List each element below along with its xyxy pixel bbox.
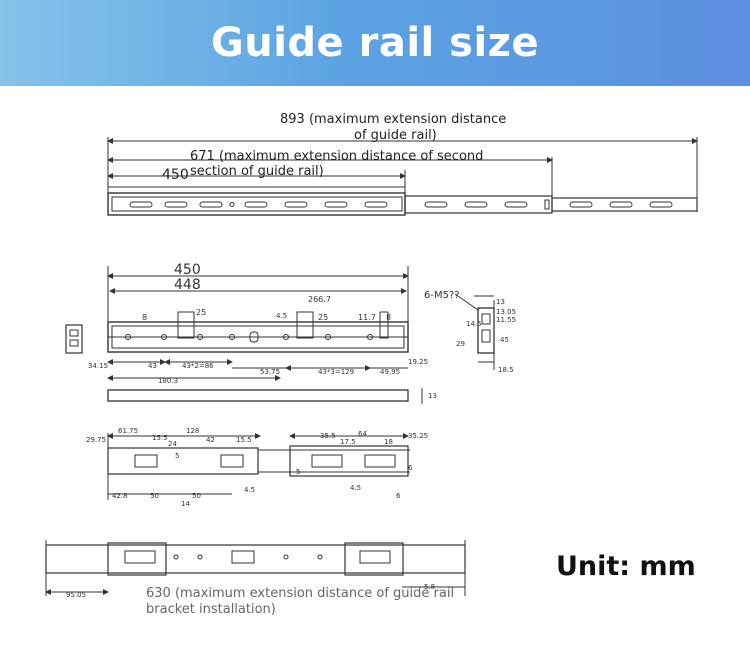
dim-29-75: 29.75 bbox=[86, 436, 106, 444]
dim-128: 128 bbox=[186, 427, 199, 435]
dim-5: 5 bbox=[175, 452, 179, 460]
dim-42: 42 bbox=[206, 436, 215, 444]
side-view bbox=[65, 266, 423, 404]
dim-34-15: 34.15 bbox=[88, 362, 108, 370]
dim-50a: 50 bbox=[150, 492, 159, 500]
dim-50b: 50 bbox=[192, 492, 201, 500]
dim-14: 14 bbox=[181, 500, 190, 508]
dim-18: 18 bbox=[384, 438, 393, 446]
dim-19-25: 19.25 bbox=[408, 358, 428, 366]
dim-4-5: 4.5 bbox=[276, 312, 287, 320]
dim-11-55: 11.55 bbox=[496, 316, 516, 324]
technical-drawing: 450 448 8 25 266.7 4.5 25 11.7 8 34.15 4… bbox=[45, 137, 698, 599]
dim-266-7: 266.7 bbox=[308, 295, 331, 304]
dim-180-3: 180.3 bbox=[158, 377, 178, 385]
dim-49-95: 49.95 bbox=[380, 368, 400, 376]
dim-671-label-2: section of guide rail) bbox=[190, 164, 324, 179]
dim-893-label: 893 (maximum extension distance bbox=[280, 112, 507, 127]
install-view bbox=[45, 540, 466, 596]
dim-18-5: 18.5 bbox=[498, 366, 514, 374]
side-view-labels: 450 448 8 25 266.7 4.5 25 11.7 8 34.15 4… bbox=[88, 262, 437, 400]
dim-671-label: 671 (maximum extension distance of secon… bbox=[190, 149, 484, 164]
dim-17-5: 17.5 bbox=[340, 438, 356, 446]
bracket-view-labels: 29.75 61.75 15.5 128 24 42 15.5 5 42.8 5… bbox=[86, 427, 428, 508]
dim-43x3: 43*3=129 bbox=[318, 368, 354, 376]
extended-rail-slots bbox=[129, 199, 673, 210]
section-view bbox=[454, 293, 495, 370]
dim-64: 64 bbox=[358, 430, 367, 438]
dim-25a: 25 bbox=[196, 308, 206, 317]
dim-893-label-2: of guide rail) bbox=[354, 128, 437, 143]
title-banner: Guide rail size bbox=[0, 0, 750, 86]
install-note-line2: bracket installation) bbox=[146, 602, 276, 617]
dim-s13: 13 bbox=[496, 298, 505, 306]
callout-m5: 6-M5?? bbox=[424, 290, 460, 301]
dim-29: 29 bbox=[456, 340, 465, 348]
dim-25b: 25 bbox=[318, 313, 328, 322]
dim-8b: 8 bbox=[386, 313, 391, 322]
dim-95-05: 95.05 bbox=[66, 591, 86, 599]
bracket-view bbox=[107, 433, 410, 500]
extended-rail-view bbox=[107, 137, 698, 216]
dim-35-25: 35.25 bbox=[408, 432, 428, 440]
dim-24: 24 bbox=[168, 440, 177, 448]
unit-label: Unit: mm bbox=[556, 551, 696, 582]
dim-8: 8 bbox=[142, 313, 147, 322]
dim-11-7: 11.7 bbox=[358, 313, 376, 322]
dim-right: 5.8 bbox=[424, 583, 435, 591]
dim-45: 45 bbox=[500, 336, 509, 344]
dim-43x2: 43*2=86 bbox=[182, 362, 214, 370]
section-view-labels: 6-M5?? 13 13.05 11.55 14.5 29 45 18.5 bbox=[424, 290, 516, 374]
dim-42-8: 42.8 bbox=[112, 492, 128, 500]
install-note-line1: 630 (maximum extension distance of guide… bbox=[146, 586, 455, 601]
dim-r: 4.5 bbox=[244, 486, 255, 494]
install-note: 630 (maximum extension distance of guide… bbox=[146, 586, 486, 618]
dim-35-5: 35.5 bbox=[320, 432, 336, 440]
dim-14-5: 14.5 bbox=[466, 320, 482, 328]
page-title: Guide rail size bbox=[210, 20, 540, 66]
dim-15-5b: 15.5 bbox=[236, 436, 252, 444]
dim-r2: 6 bbox=[408, 464, 413, 472]
dim-6: 6 bbox=[396, 492, 401, 500]
dim-450-label: 450 bbox=[162, 167, 189, 183]
dim-43: 43 bbox=[148, 362, 157, 370]
dim-450b: 450 bbox=[174, 262, 201, 278]
dim-61-75: 61.75 bbox=[118, 427, 138, 435]
dim-13: 13 bbox=[428, 392, 437, 400]
dim-13-05: 13.05 bbox=[496, 308, 516, 316]
dim-15-5a: 15.5 bbox=[152, 434, 168, 442]
install-view-labels: 95.05 5.8 bbox=[66, 583, 435, 599]
dim-448: 448 bbox=[174, 277, 201, 293]
dim-5b: 5 bbox=[296, 468, 300, 476]
dim-4-5b: 4.5 bbox=[350, 484, 361, 492]
dim-53-75: 53.75 bbox=[260, 368, 280, 376]
